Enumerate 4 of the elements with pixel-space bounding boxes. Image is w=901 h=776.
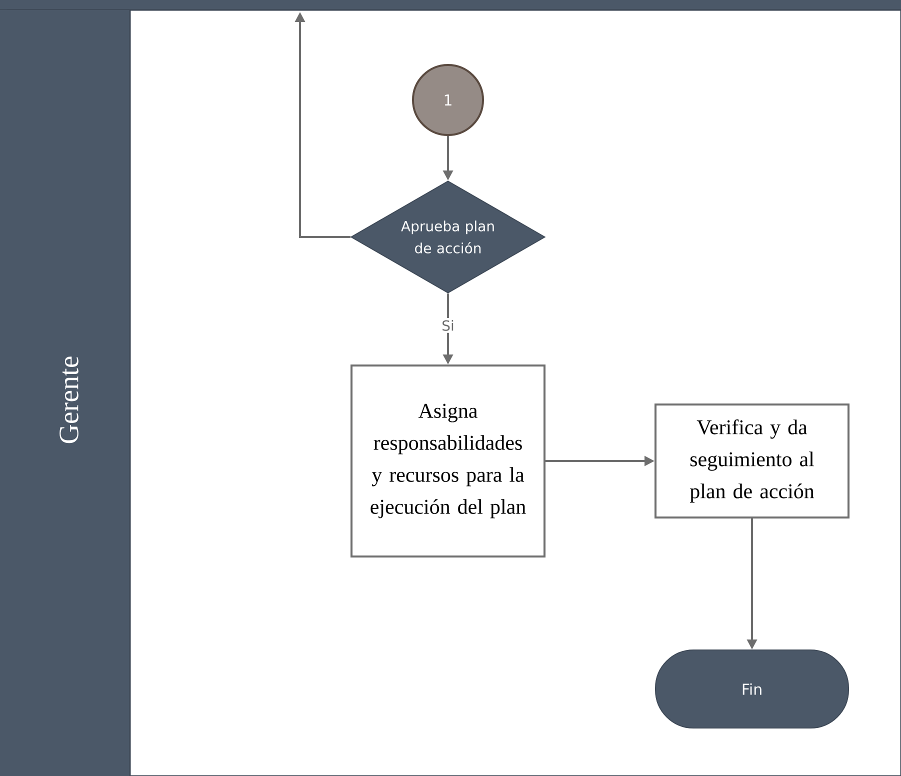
end-terminal: Fin — [655, 650, 849, 728]
edge-label: Si — [440, 318, 456, 333]
process-box: Verifica y da seguimiento al plan de acción — [654, 404, 850, 518]
process-box: Asigna responsabilidades y recursos para la ejecución del plan — [350, 364, 546, 558]
